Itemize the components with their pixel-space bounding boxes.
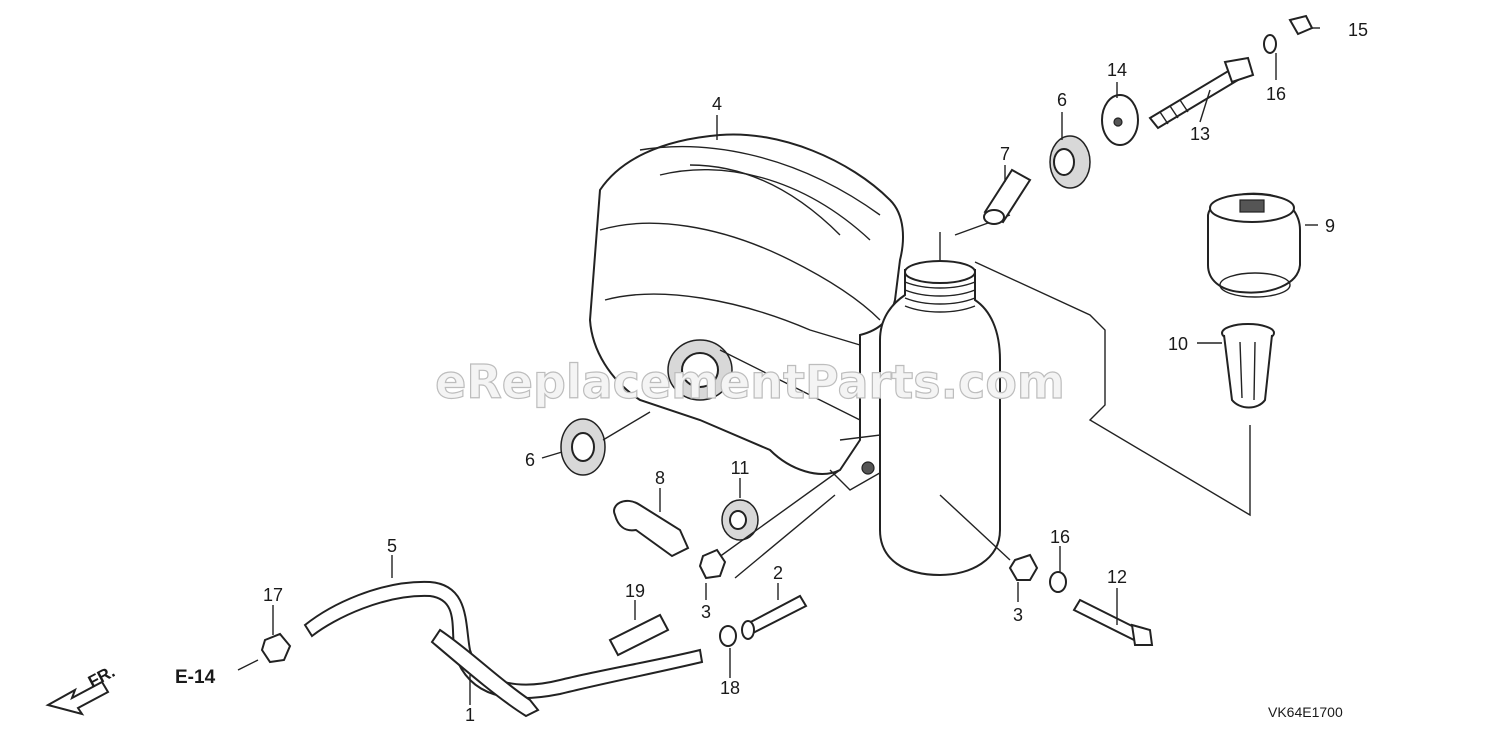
washer-16-top xyxy=(1263,34,1277,54)
label-part-6-top: 6 xyxy=(1057,90,1067,110)
label-part-5: 5 xyxy=(387,536,397,556)
fuel-cap-9 xyxy=(1207,192,1301,298)
label-part-14: 14 xyxy=(1107,60,1127,80)
label-part-8: 8 xyxy=(655,468,665,488)
label-part-13: 13 xyxy=(1190,124,1210,144)
nut-17 xyxy=(260,632,292,664)
bolt-2 xyxy=(741,594,808,640)
label-part-4: 4 xyxy=(712,94,722,114)
label-part-16-top: 16 xyxy=(1266,84,1286,104)
tank-shroud xyxy=(588,133,904,491)
nut-15 xyxy=(1288,14,1314,36)
strainer-10 xyxy=(1221,323,1275,409)
label-part-12: 12 xyxy=(1107,567,1127,587)
bolt-13 xyxy=(1148,56,1255,130)
cushion-top xyxy=(1049,135,1091,189)
nut-3-right xyxy=(1008,553,1039,581)
label-part-19: 19 xyxy=(625,581,645,601)
washer-16-bottom xyxy=(1049,571,1067,593)
front-direction-arrow xyxy=(45,680,110,716)
label-part-2: 2 xyxy=(773,563,783,583)
diagram-code: VK64E1700 xyxy=(1268,704,1343,720)
label-part-15: 15 xyxy=(1348,20,1368,40)
fuel-tank xyxy=(879,260,1001,577)
bolt-8 xyxy=(613,499,690,558)
label-part-6-left: 6 xyxy=(525,450,535,470)
collar-11 xyxy=(721,499,759,541)
bolt-12 xyxy=(1072,598,1154,646)
washer-18 xyxy=(719,625,737,647)
collar-7 xyxy=(983,168,1032,225)
label-part-10: 10 xyxy=(1168,334,1188,354)
fuel-tube-5 xyxy=(303,580,704,700)
label-part-1: 1 xyxy=(465,705,475,725)
label-part-18: 18 xyxy=(720,678,740,698)
watermark-text: eReplacementParts.com xyxy=(435,355,1065,409)
clip-19 xyxy=(608,613,670,657)
cushion-left xyxy=(560,418,606,476)
label-part-3-right: 3 xyxy=(1013,605,1023,625)
label-part-7: 7 xyxy=(1000,144,1010,164)
tube-1 xyxy=(430,628,540,718)
washer-14 xyxy=(1101,94,1139,146)
label-part-3-left: 3 xyxy=(701,602,711,622)
label-part-17: 17 xyxy=(263,585,283,605)
label-part-11: 11 xyxy=(731,458,750,478)
reference-e14-label: E-14 xyxy=(175,667,216,688)
label-part-9: 9 xyxy=(1325,216,1335,236)
front-direction-label: FR. xyxy=(85,662,118,692)
label-part-16-bottom: 16 xyxy=(1050,527,1070,547)
nut-3-left xyxy=(698,548,727,580)
